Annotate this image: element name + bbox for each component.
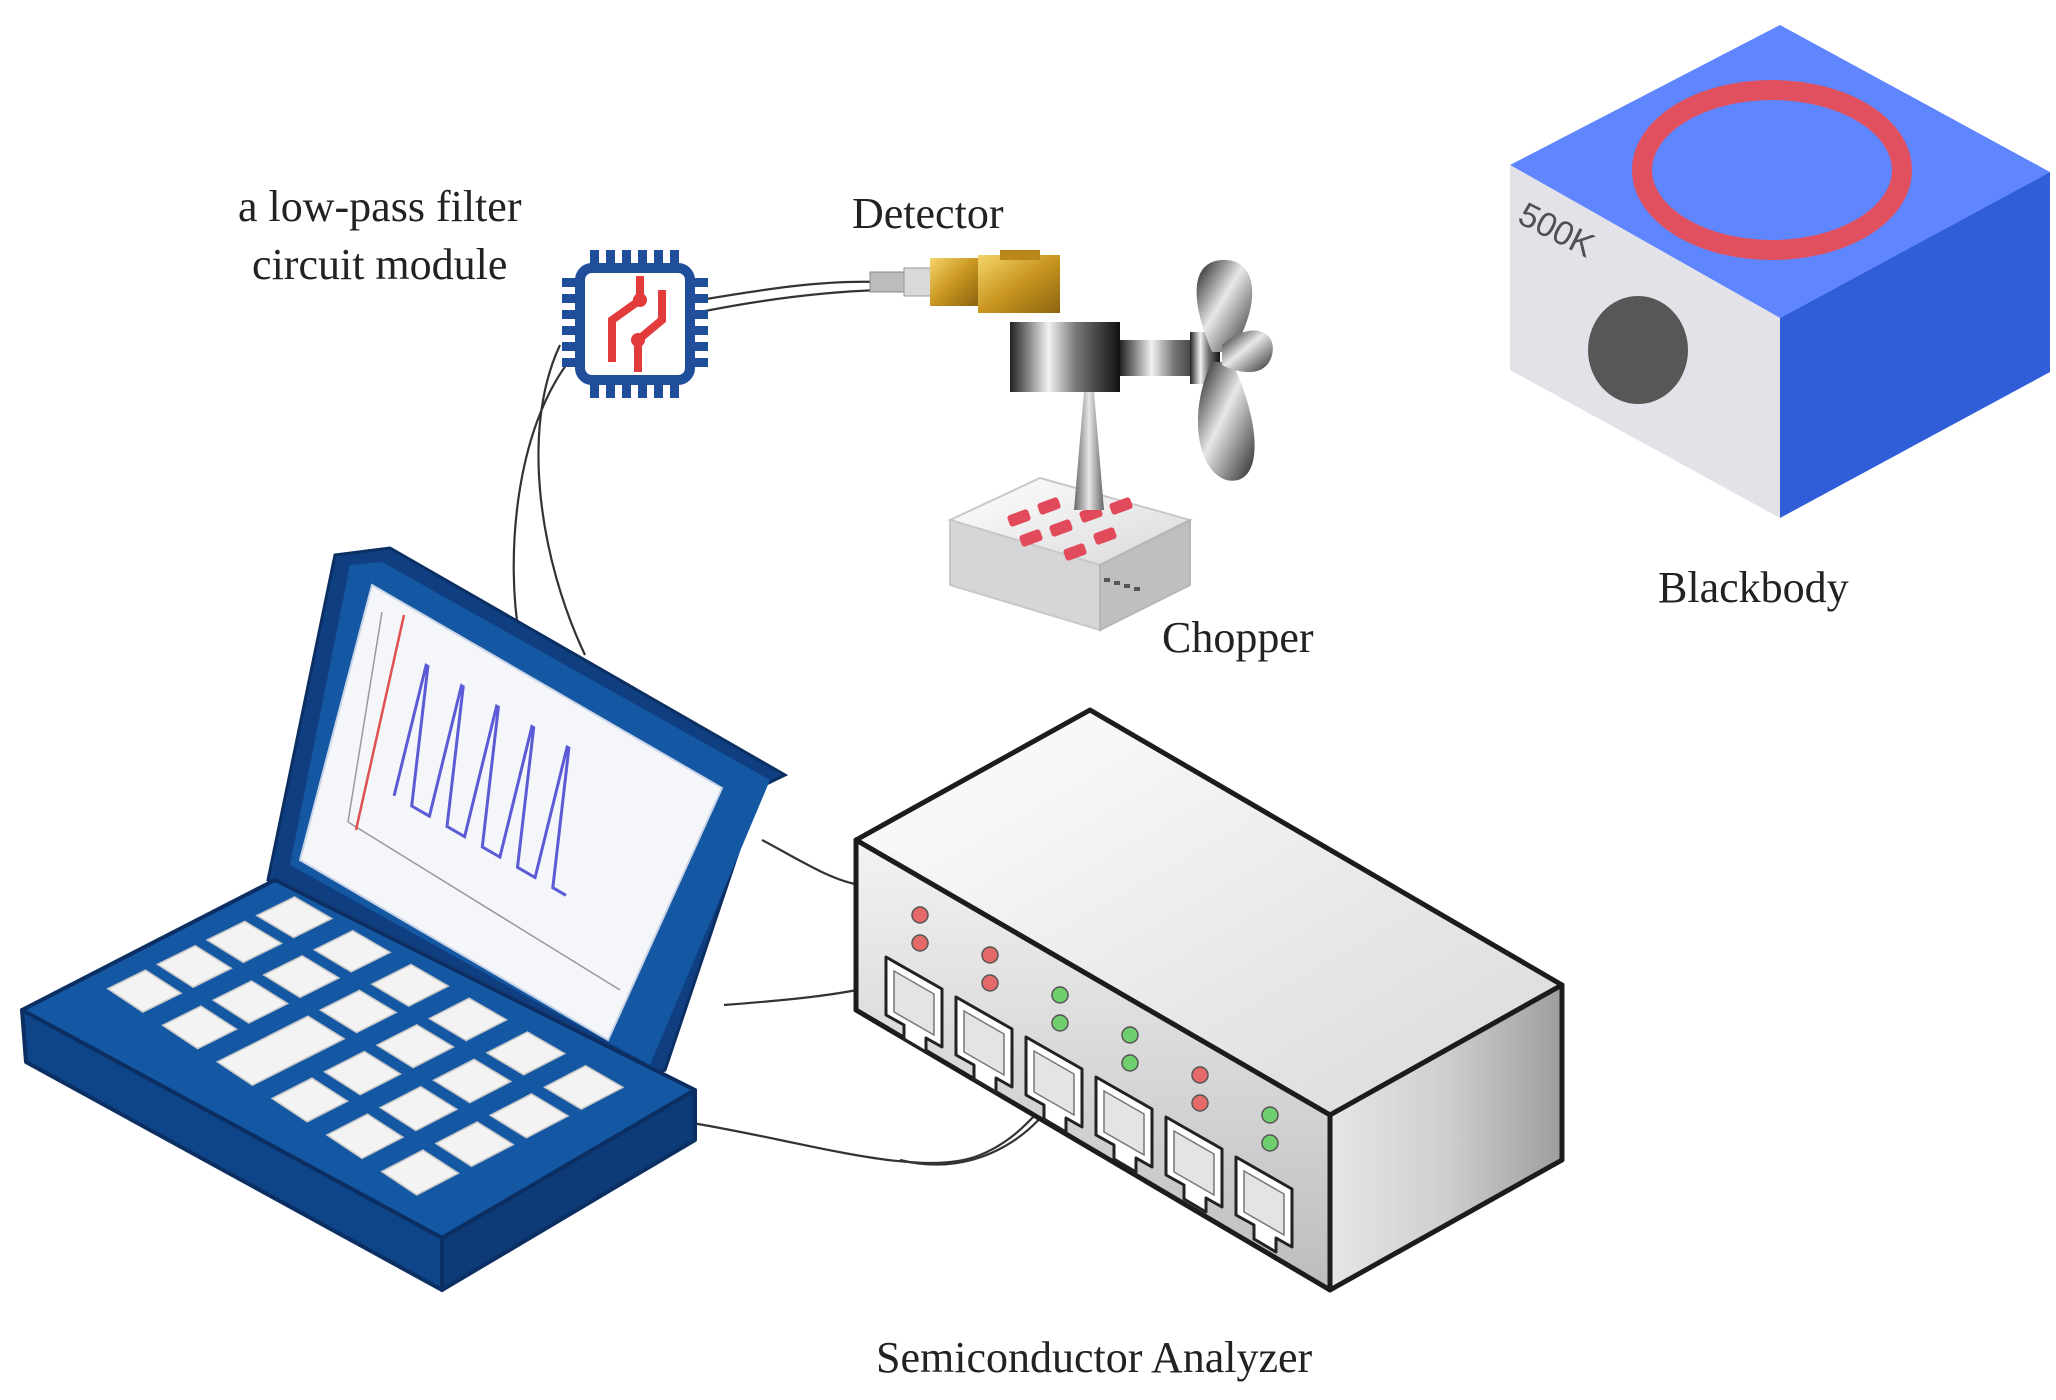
laptop-icon <box>20 546 789 1292</box>
keyboard-key <box>378 1085 459 1132</box>
analyzer-port-5 <box>1164 1066 1224 1214</box>
keyboard-key <box>255 896 334 939</box>
blackbody-aperture <box>1588 296 1688 404</box>
blackbody-icon: 500K <box>1510 25 2050 518</box>
keyboard-key <box>318 989 398 1034</box>
connection-wires <box>512 280 1121 1166</box>
keyboard-key <box>161 1005 239 1050</box>
keyboard-key <box>106 969 183 1013</box>
filter-label-line1: a low-pass filter <box>238 182 522 231</box>
port-led-top <box>1191 1066 1209 1084</box>
port-led-top <box>911 906 929 924</box>
analyzer-port-3 <box>1024 986 1084 1134</box>
chopper-label: Chopper <box>1162 613 1314 662</box>
keyboard-key <box>488 1093 570 1139</box>
port-led-top <box>1051 986 1069 1004</box>
port-led-bottom <box>981 974 999 992</box>
wire-chip-detector-1 <box>699 280 881 302</box>
keyboard-key <box>434 1121 515 1168</box>
keyboard-key <box>270 1077 349 1123</box>
detector-icon <box>869 250 1060 313</box>
port-led-top <box>1121 1026 1139 1044</box>
keyboard-key <box>205 920 284 964</box>
keyboard-key <box>370 963 450 1007</box>
port-led-bottom <box>911 934 929 952</box>
semiconductor-analyzer-icon <box>853 707 1565 1293</box>
laptop-screen-waveform <box>347 611 621 991</box>
filter-label-line2: circuit module <box>252 240 508 289</box>
keyboard-key <box>485 1031 567 1076</box>
detector-label: Detector <box>852 189 1004 238</box>
keyboard-key <box>312 929 392 973</box>
keyboard-key <box>155 944 233 989</box>
analyzer-label: Semiconductor Analyzer <box>876 1333 1313 1382</box>
port-led-bottom <box>1121 1054 1139 1072</box>
analyzer-port-6 <box>1234 1106 1294 1254</box>
keyboard-key <box>432 1058 513 1104</box>
port-led-top <box>981 946 999 964</box>
port-led-bottom <box>1191 1094 1209 1112</box>
keyboard-key <box>323 1050 402 1096</box>
filter-label: a low-pass filter circuit module <box>238 178 521 294</box>
keyboard-key <box>262 955 341 999</box>
blackbody-label: Blackbody <box>1658 563 1849 612</box>
keyboard-key <box>380 1149 460 1196</box>
keyboard-key <box>375 1024 456 1069</box>
analyzer-port-1 <box>884 906 944 1054</box>
port-led-top <box>1261 1106 1279 1124</box>
chopper-icon <box>947 259 1273 632</box>
analyzer-port-2 <box>954 946 1014 1094</box>
port-led-bottom <box>1261 1134 1279 1152</box>
keyboard-key <box>427 997 509 1042</box>
wire-chip-detector-2 <box>699 288 881 314</box>
analyzer-port-4 <box>1094 1026 1154 1174</box>
keyboard-key <box>211 980 290 1024</box>
keyboard-spacebar <box>215 1015 346 1087</box>
port-led-bottom <box>1051 1014 1069 1032</box>
blackbody-ring <box>1632 80 1912 260</box>
keyboard-key <box>325 1113 405 1160</box>
wire-chip-laptop-2 <box>537 344 586 656</box>
wire-laptop-analyzer-1 <box>761 839 861 887</box>
wire-chip-laptop-1 <box>512 359 571 641</box>
keyboard-key <box>542 1064 625 1110</box>
low-pass-filter-chip-icon <box>562 250 708 398</box>
